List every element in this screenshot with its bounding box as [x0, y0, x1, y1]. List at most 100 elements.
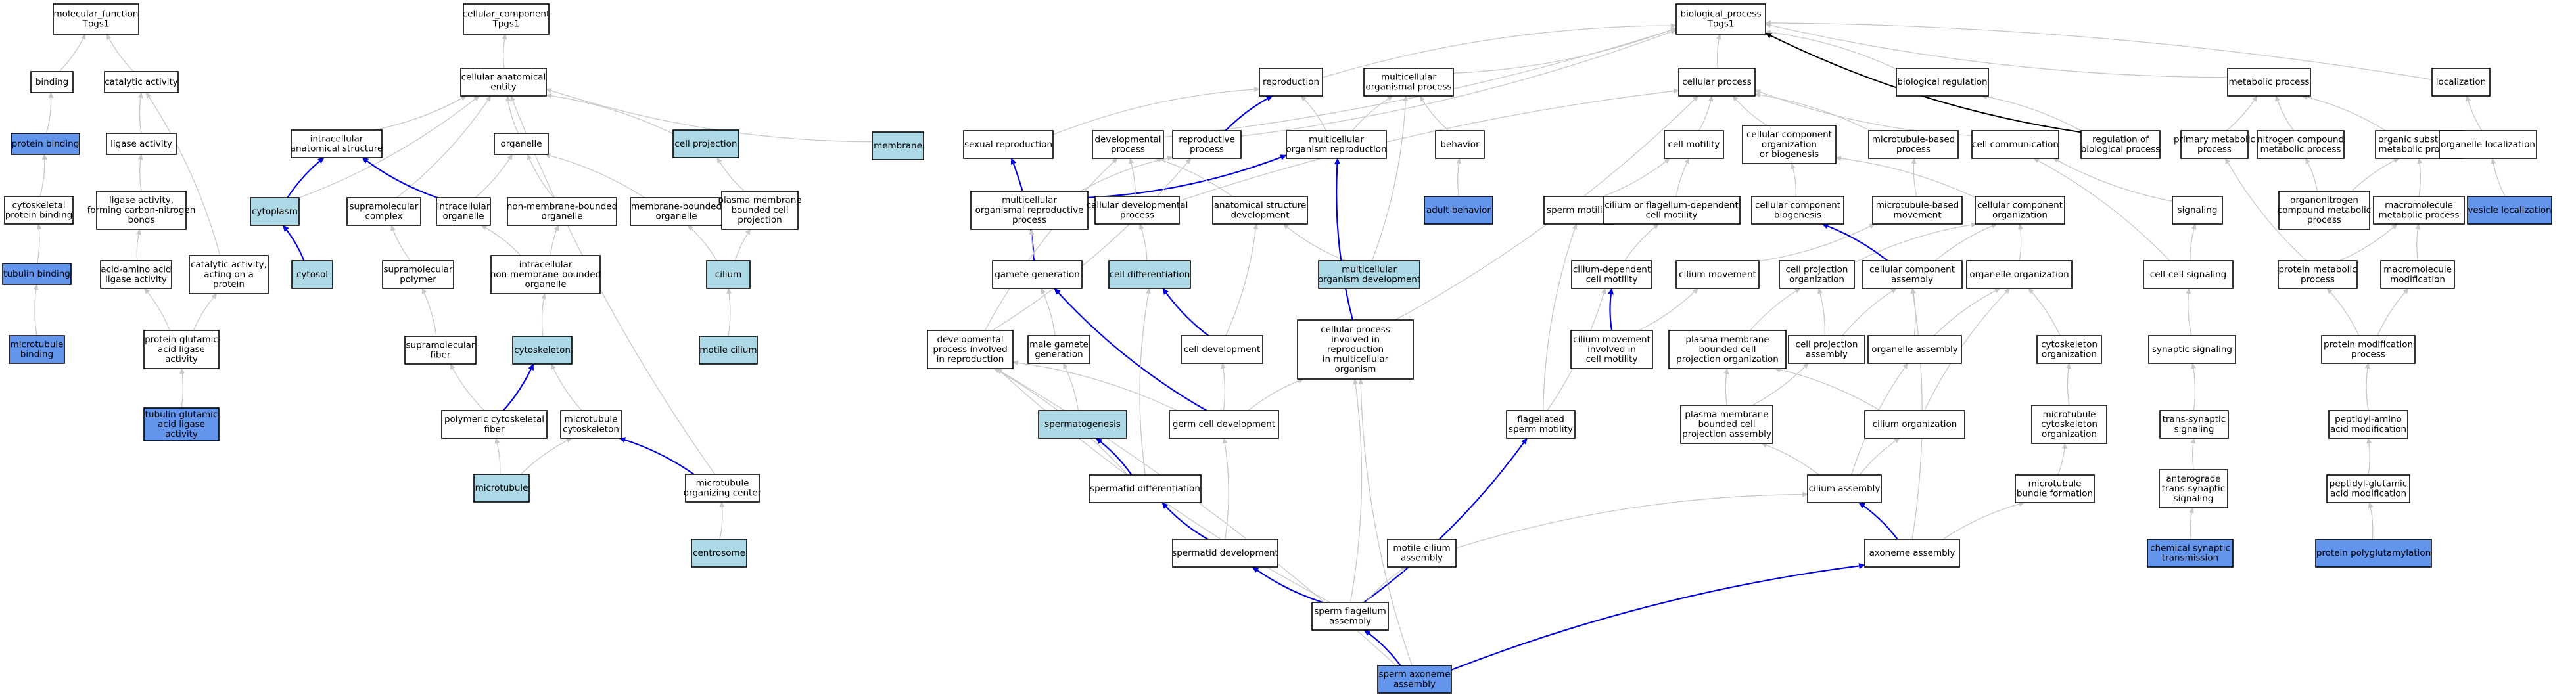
node-cell_development[interactable]: cell development [1181, 335, 1263, 364]
node-membrane[interactable]: membrane [872, 131, 924, 160]
node-cell_projection[interactable]: cell projection [672, 129, 739, 158]
node-cilium_assembly[interactable]: cilium assembly [1807, 474, 1882, 503]
node-spermatogenesis[interactable]: spermatogenesis [1038, 410, 1127, 439]
node-cell_cell_sig[interactable]: cell-cell signaling [2143, 260, 2234, 289]
node-ligase[interactable]: ligase activity [106, 133, 177, 155]
node-reproduction[interactable]: reproduction [1259, 68, 1323, 97]
node-axoneme_assembly[interactable]: axoneme assembly [1864, 539, 1960, 568]
node-motile_cilium[interactable]: motile cilium [699, 336, 758, 365]
node-synaptic_sig[interactable]: synaptic signaling [2148, 335, 2236, 364]
node-tubulin_binding[interactable]: tubulin binding [2, 263, 72, 285]
node-organelle_org[interactable]: organelle organization [1966, 260, 2073, 289]
node-spermatid_diff[interactable]: spermatid differentiation [1089, 474, 1202, 503]
node-cilium_movement[interactable]: cilium movement [1675, 260, 1760, 289]
node-binding[interactable]: binding [30, 71, 74, 93]
node-protein_polyglu[interactable]: protein polyglutamylation [2315, 539, 2432, 568]
node-organelle_assembly[interactable]: organelle assembly [1867, 335, 1962, 364]
node-signaling[interactable]: signaling [2172, 196, 2223, 225]
node-cytoskeleton[interactable]: cytoskeleton [512, 336, 573, 365]
node-bio_reg[interactable]: biological regulation [1896, 68, 1989, 97]
node-adult_behavior[interactable]: adult behavior [1424, 196, 1493, 225]
node-catalytic[interactable]: catalytic activity [104, 71, 179, 93]
node-metabolic[interactable]: metabolic process [2227, 68, 2311, 97]
node-cell_motility[interactable]: cell motility [1664, 130, 1724, 159]
node-cell_diff[interactable]: cell differentiation [1108, 260, 1191, 289]
node-cellular_process[interactable]: cellular process [1678, 68, 1756, 97]
node-cytoplasm[interactable]: cytoplasm [250, 197, 300, 226]
node-cilium_org[interactable]: cilium organization [1864, 410, 1965, 439]
node-microtubule[interactable]: microtubule [473, 474, 530, 503]
node-germ_cell_dev[interactable]: germ cell development [1169, 410, 1279, 439]
node-cilium[interactable]: cilium [706, 260, 751, 289]
node-cytosol[interactable]: cytosol [291, 260, 333, 289]
node-org_loc[interactable]: organelle localization [2439, 130, 2537, 159]
node-ligase_cn[interactable]: ligase activity,forming carbon-nitrogenb… [87, 191, 196, 230]
node-sperm_motility[interactable]: sperm motility [1543, 196, 1614, 225]
node-organelle[interactable]: organelle [494, 133, 549, 155]
node-sexual_repro[interactable]: sexual reproduction [963, 130, 1054, 159]
node-spermatid_dev[interactable]: spermatid development [1172, 539, 1278, 568]
node-intra_nonmem[interactable]: intracellularnon-membrane-boundedorganel… [490, 255, 601, 294]
